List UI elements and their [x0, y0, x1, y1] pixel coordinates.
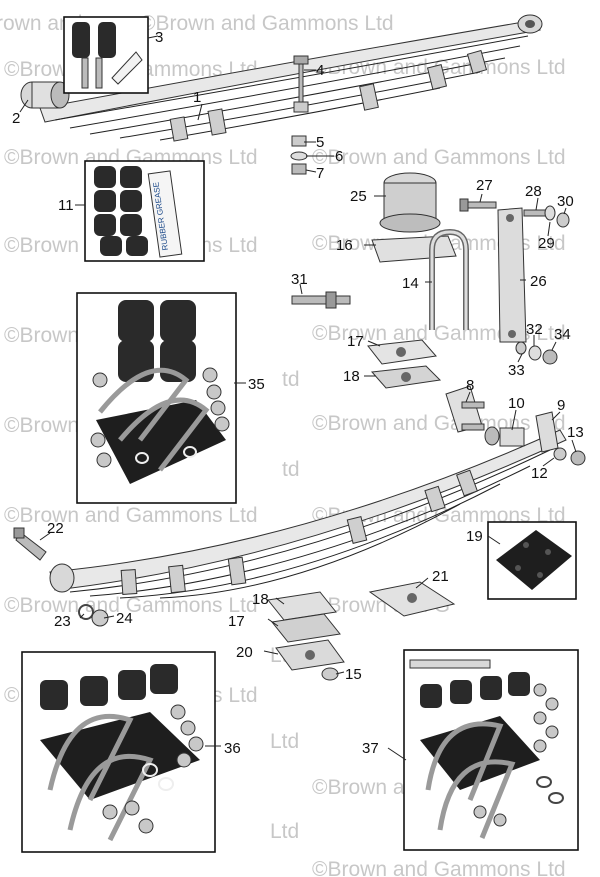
washer-23-nut-24 [78, 604, 109, 627]
watermark-text: td [282, 368, 300, 391]
upper-leaf-spring [39, 14, 543, 142]
lower-leaf-spring [49, 429, 567, 599]
callout-37: 37 [362, 740, 379, 757]
callout-35: 35 [248, 376, 265, 393]
watermark-text: td [282, 458, 300, 481]
leader-lines [19, 35, 577, 761]
callout-5: 5 [316, 134, 324, 151]
watermark-text: ©Brown [4, 324, 79, 347]
callout-7: 7 [316, 165, 324, 182]
callout-28: 28 [525, 183, 542, 200]
bolt-22 [13, 527, 47, 561]
callout-24: 24 [116, 610, 133, 627]
callout-1: 1 [193, 89, 201, 106]
watermark-text: ©Brown [4, 414, 79, 437]
callout-18: 18 [252, 591, 269, 608]
seat-plate-21 [368, 581, 456, 617]
seat-plate-20 [275, 639, 345, 671]
callout-25: 25 [350, 188, 367, 205]
spring-eye-bush [20, 81, 70, 109]
callout-20: 20 [236, 644, 253, 661]
callout-8: 8 [466, 377, 474, 394]
callout-17: 17 [347, 333, 364, 350]
callout-19: 19 [466, 528, 483, 545]
watermark-text: ©Brown and Gammons Ltd [312, 412, 566, 435]
watermark-text: Ltd [270, 730, 299, 753]
kit-36-box [21, 651, 216, 853]
callout-14: 14 [402, 275, 419, 292]
bush-kit-11-box: RUBBER GREASE [84, 160, 205, 262]
watermark-text: ©Brown and Gammons Ltd [4, 594, 258, 617]
seat-plate-18-lower [267, 591, 337, 621]
callout-31: 31 [291, 271, 308, 288]
shackle-bolt-27 [459, 198, 497, 212]
callout-33: 33 [508, 362, 525, 379]
callout-17: 17 [228, 613, 245, 630]
seat-plate-17-lower [271, 613, 341, 643]
watermark-text: ©Brown and Gammons Ltd [312, 146, 566, 169]
watermark-text: Ltd [270, 820, 299, 843]
callout-34: 34 [554, 326, 571, 343]
watermark-text: ©Brown and Gammons Ltd [140, 12, 394, 35]
shackle-plate-8 [445, 385, 485, 433]
callout-27: 27 [476, 177, 493, 194]
seat-plate-18-upper [370, 365, 442, 389]
bush-10 [484, 426, 525, 447]
callout-13: 13 [567, 424, 584, 441]
callout-32: 32 [526, 321, 543, 338]
callout-10: 10 [508, 395, 525, 412]
nuts-12-13 [553, 447, 586, 466]
callout-6: 6 [335, 148, 343, 165]
callout-3: 3 [155, 29, 163, 46]
bump-stop [379, 172, 441, 233]
callout-15: 15 [345, 666, 362, 683]
callout-4: 4 [316, 62, 324, 79]
pad-19-box [487, 521, 577, 600]
callout-12: 12 [531, 465, 548, 482]
callout-29: 29 [538, 235, 555, 252]
watermark-text: ©Brown and Gammons Ltd [4, 504, 258, 527]
nut-15 [321, 667, 339, 681]
callout-11: 11 [58, 197, 74, 214]
shackle-link [497, 207, 527, 343]
bolt-31 [291, 291, 351, 309]
nut-32-34-group [515, 341, 558, 365]
kit-35-box [76, 292, 237, 504]
callout-22: 22 [47, 520, 64, 537]
centre-nut-stack [290, 135, 308, 175]
callout-30: 30 [557, 193, 574, 210]
callout-2: 2 [12, 110, 20, 127]
kit-37-box [403, 649, 579, 851]
bump-stop-bracket [371, 235, 457, 263]
seat-plate-17-upper [367, 339, 437, 365]
bush-kit-3-box [63, 16, 149, 94]
callout-23: 23 [54, 613, 71, 630]
u-bolt [429, 228, 469, 330]
callout-26: 26 [530, 273, 547, 290]
callout-36: 36 [224, 740, 241, 757]
centre-bolt [293, 55, 309, 113]
callout-16: 16 [336, 237, 353, 254]
callout-18: 18 [343, 368, 360, 385]
watermark-text: ©Brown and Gammons Ltd [312, 858, 566, 877]
callout-numbers: 3 1 2 4 5 6 7 11 25 16 14 27 26 28 29 30… [12, 29, 584, 757]
watermark-text: Brown and [0, 12, 82, 35]
callout-9: 9 [557, 397, 565, 414]
callout-21: 21 [432, 568, 449, 585]
